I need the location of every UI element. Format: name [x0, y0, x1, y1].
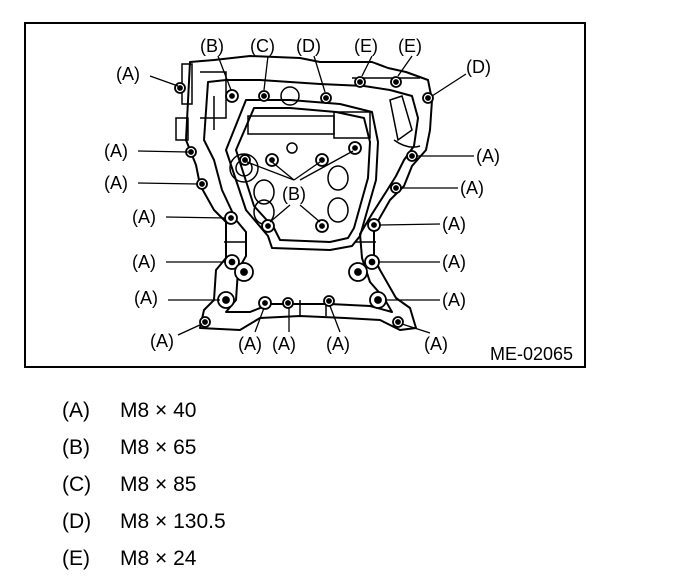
bolt-a — [258, 296, 272, 310]
callout-e: (E) — [398, 36, 422, 56]
bolt-a — [369, 291, 387, 309]
diagram-frame — [24, 22, 586, 368]
oil-pan-diagram: (A) (A) (A) (A) (A) (A) (A) (A) (A) (A) … — [104, 36, 573, 364]
legend-spec: M8 × 130.5 — [120, 510, 226, 533]
callout-a: (A) — [104, 173, 128, 193]
bolt-e — [354, 76, 366, 88]
callout-a: (A) — [442, 252, 466, 272]
bolt-d — [320, 92, 332, 104]
callout-a: (A) — [104, 141, 128, 161]
bolt-b — [239, 154, 251, 166]
figure-code: ME-02065 — [490, 344, 573, 364]
legend-letter: (C) — [62, 473, 92, 496]
callout-a: (A) — [442, 290, 466, 310]
bolt-a — [323, 295, 335, 307]
bolt-a — [348, 262, 368, 282]
callout-a: (A) — [272, 334, 296, 354]
bolt-b — [315, 219, 329, 233]
bolt-a — [406, 150, 418, 162]
bolt-a — [217, 291, 235, 309]
legend-spec: M8 × 40 — [120, 399, 197, 422]
callout-a: (A) — [476, 146, 500, 166]
bolt-b — [265, 153, 279, 167]
bolt-a — [367, 218, 381, 232]
callout-a: (A) — [460, 178, 484, 198]
callout-b: (B) — [282, 184, 306, 204]
bolt-a — [234, 262, 254, 282]
callout-d: (D) — [296, 36, 321, 56]
callout-a: (A) — [134, 288, 158, 308]
callout-labels: (A) (A) (A) (A) (A) (A) (A) (A) (A) (A) … — [104, 36, 500, 354]
callout-e: (E) — [354, 36, 378, 56]
bolt-a — [174, 82, 186, 94]
bolt-b — [225, 89, 239, 103]
legend-spec: M8 × 24 — [120, 547, 197, 570]
callout-a: (A) — [238, 334, 262, 354]
callout-a: (A) — [132, 207, 156, 227]
bolt-a — [224, 211, 238, 225]
callout-a: (A) — [424, 334, 448, 354]
bolt-c — [258, 90, 270, 102]
bolt-a — [390, 182, 402, 194]
bolt-e — [390, 76, 402, 88]
legend-spec: M8 × 65 — [120, 436, 197, 459]
bolt-bosses — [174, 76, 434, 328]
callout-a: (A) — [132, 252, 156, 272]
callout-a: (A) — [326, 334, 350, 354]
bolt-a — [196, 178, 208, 190]
callout-a: (A) — [150, 331, 174, 351]
legend-letter: (E) — [62, 547, 90, 570]
callout-c: (C) — [250, 36, 275, 56]
callout-a: (A) — [442, 214, 466, 234]
bolt-d — [422, 92, 434, 104]
bolt-a — [364, 254, 380, 270]
bolt-a — [282, 297, 294, 309]
callout-d: (D) — [466, 57, 491, 77]
callout-b: (B) — [200, 36, 224, 56]
legend-spec: M8 × 85 — [120, 473, 197, 496]
bolt-a — [185, 146, 197, 158]
bolt-a — [199, 316, 211, 328]
leader-lines — [137, 55, 474, 336]
callout-a: (A) — [116, 64, 140, 84]
internal-details — [175, 63, 421, 316]
legend-letter: (B) — [62, 436, 90, 459]
legend-letter: (D) — [62, 510, 92, 533]
bolt-b — [261, 219, 275, 233]
oil-pan-outline — [185, 55, 433, 331]
legend-letter: (A) — [62, 399, 90, 422]
bolt-a — [392, 316, 404, 328]
